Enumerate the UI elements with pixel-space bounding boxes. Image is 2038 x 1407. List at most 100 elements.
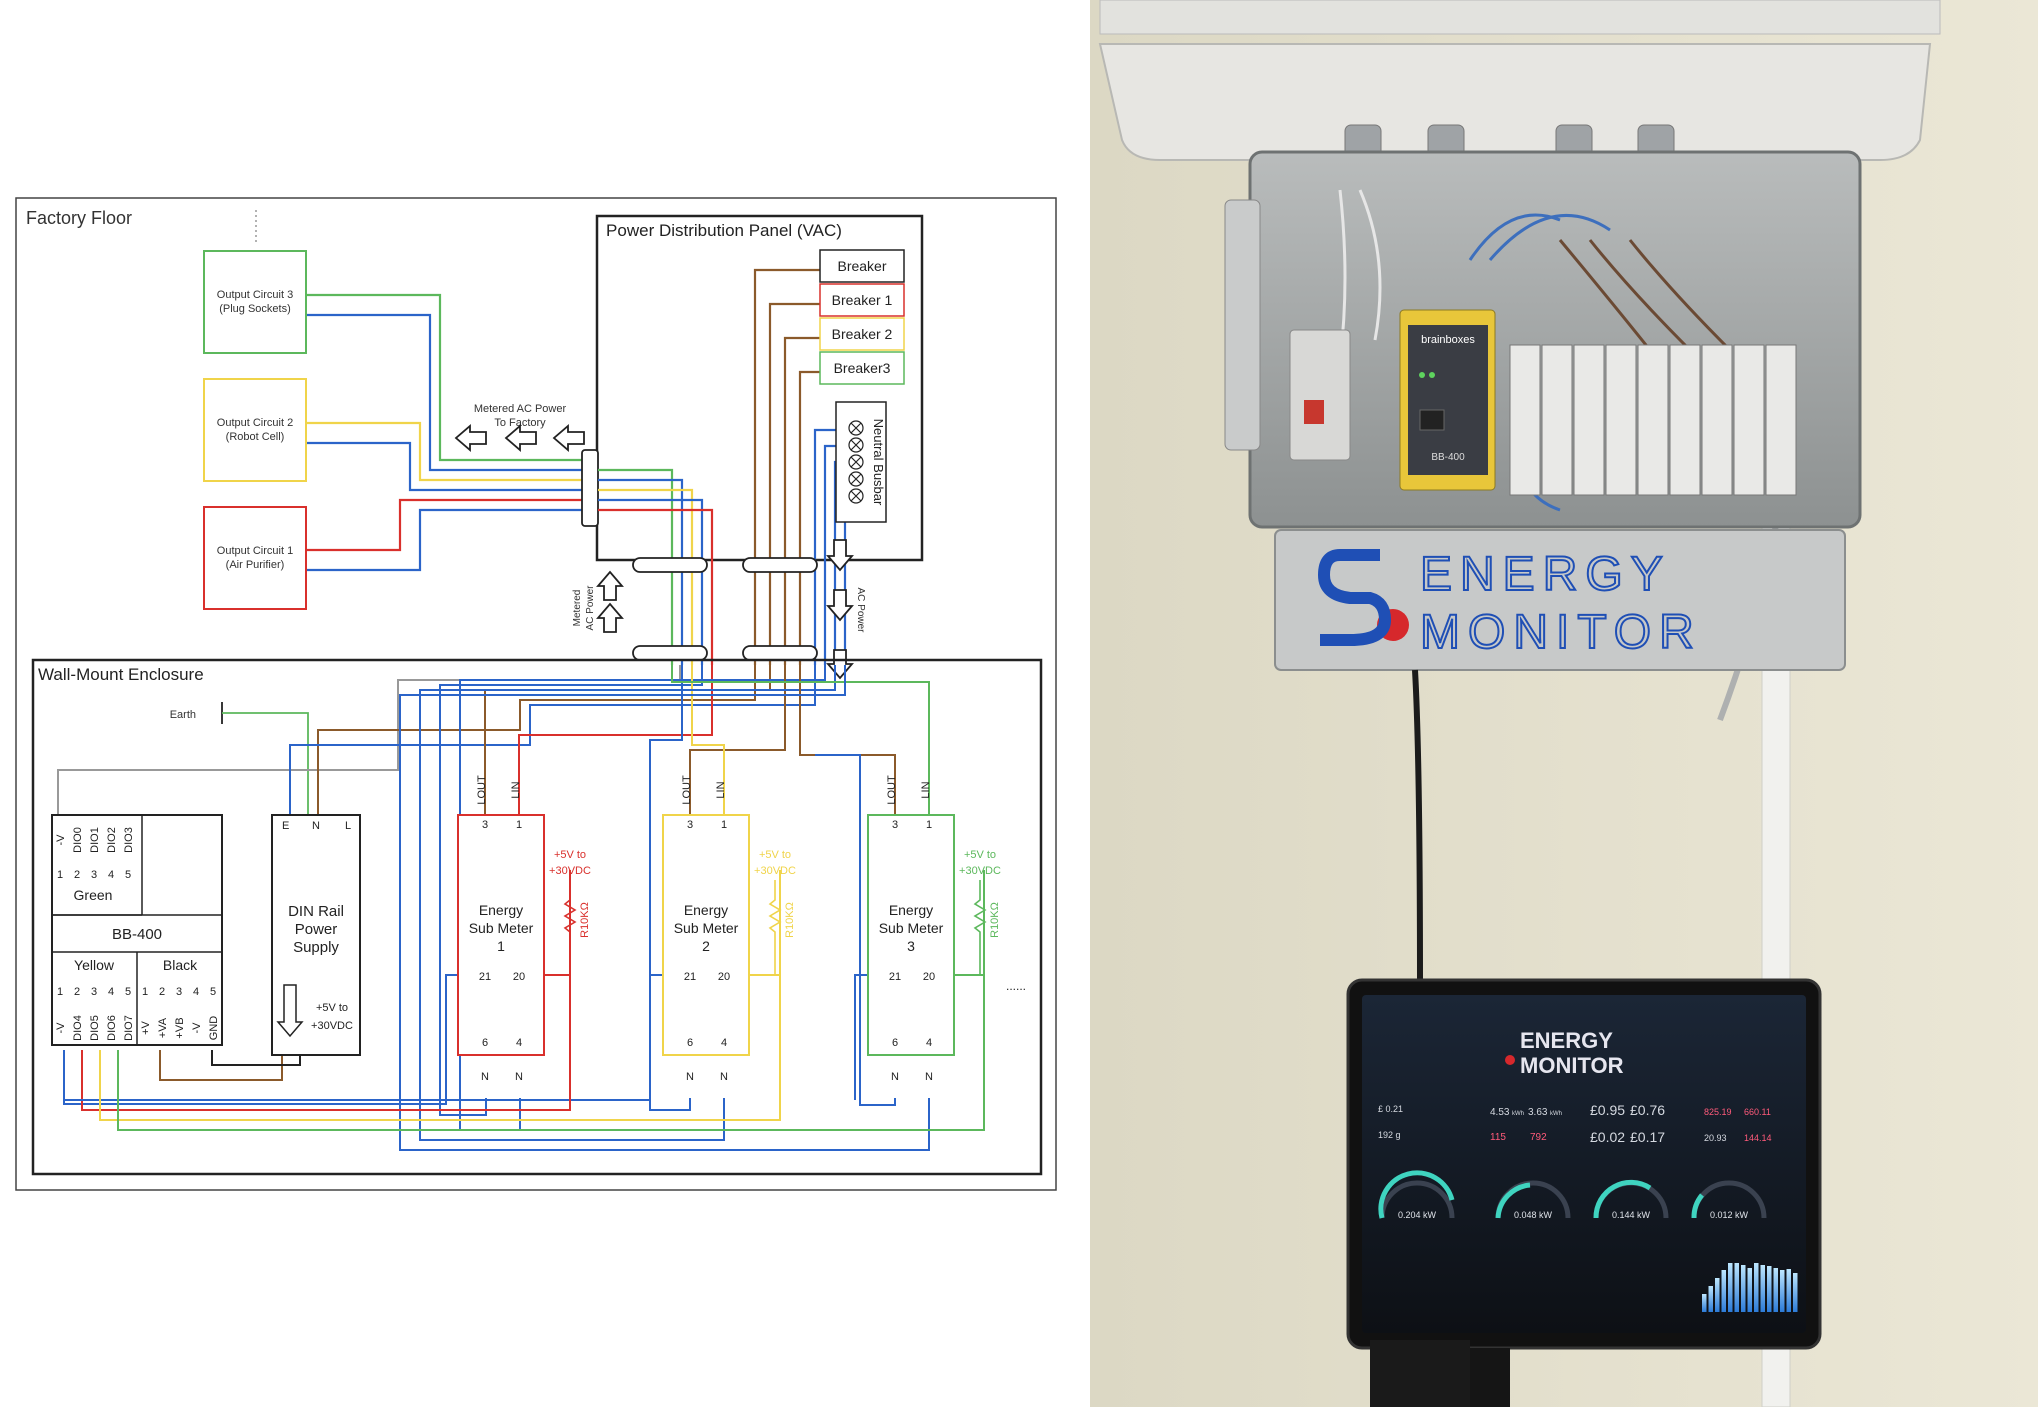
meter-text: Energy [684,902,728,918]
output-circuit-2: Output Circuit 2 (Robot Cell) [203,378,307,482]
meter-body [867,814,955,1056]
screen-bar [1760,1265,1765,1312]
screen-left-sub: 192 g [1378,1130,1401,1140]
screen-bar [1773,1268,1778,1312]
meter-text: 6 [892,1037,898,1049]
meter-text: 6 [687,1037,693,1049]
gauge-3-value: 0.144 kW [1612,1210,1651,1220]
up-arrows-icon [596,570,624,633]
svg-text:brainboxes: brainboxes [1421,334,1475,346]
meter-text: 3 [907,938,915,954]
screen-left-value: £ 0.21 [1378,1104,1403,1114]
panel-cable-gland [581,449,599,527]
bb400-yellow-label: Yellow [74,957,115,973]
meter-text: +5V to [759,849,791,861]
plate-logo-line-2: MONITOR [1420,606,1702,659]
svg-text:1: 1 [142,986,148,998]
svg-text:3: 3 [91,869,97,881]
svg-text:+V: +V [140,1020,152,1034]
metered-flow-label-1: Metered [572,590,583,627]
svg-text:-V: -V [55,834,67,846]
screen-bar [1741,1265,1746,1312]
screen-logo: ENERGY MONITOR [1505,1028,1624,1078]
svg-text:DIO4: DIO4 [72,1015,84,1041]
svg-text:BB-400: BB-400 [1431,452,1465,463]
screen-bar [1786,1269,1791,1312]
svg-text:Breaker 1: Breaker 1 [832,292,893,308]
meter-text: 21 [889,971,901,983]
meter-text: LIN [510,781,522,798]
meter-text: 3 [892,819,898,831]
meter-text: LOUT [886,775,898,805]
svg-text:660.11: 660.11 [1744,1107,1771,1117]
meter-text: 1 [516,819,522,831]
neutral-busbar: Neutral Busbar [835,401,887,523]
svg-text:(Air Purifier): (Air Purifier) [226,559,285,571]
meter-text: 3 [687,819,693,831]
svg-text:L: L [345,820,351,832]
screen-bar [1702,1294,1707,1312]
svg-text:DIO0: DIO0 [72,827,84,853]
svg-text:144.14: 144.14 [1744,1133,1772,1143]
enclosure-title: Wall-Mount Enclosure [38,665,204,684]
svg-text:2: 2 [74,986,80,998]
meter-text: 1 [497,938,505,954]
svg-text:5: 5 [125,986,131,998]
meter-text: Energy [889,902,933,918]
meter-text: N [720,1071,728,1083]
screen-bar [1793,1273,1798,1312]
earth-label: Earth [170,709,196,721]
svg-text:5: 5 [210,986,216,998]
meter-text: LOUT [476,775,488,805]
svg-text:792: 792 [1530,1132,1547,1143]
svg-text:DIO1: DIO1 [89,827,101,853]
meter-body [662,814,750,1056]
output-circuit-3: Output Circuit 3 (Plug Sockets) [203,250,307,354]
svg-text:£0.17: £0.17 [1630,1129,1665,1145]
resistor-icon [768,880,782,975]
svg-text:Power: Power [295,921,338,938]
svg-text:GND: GND [208,1016,220,1041]
gauge-4-value: 0.012 kW [1710,1210,1749,1220]
meter-text: LIN [920,781,932,798]
svg-text:(Robot Cell): (Robot Cell) [226,431,285,443]
screen-kwh-yesterday: 3.63 [1528,1107,1548,1118]
conduit-glands [632,557,818,661]
screen-bar [1780,1270,1785,1312]
bb400-module: -V DIO0 DIO1 DIO2 DIO3 1 2 3 4 5 Green B… [51,814,223,1046]
svg-text:1: 1 [57,869,63,881]
meter-text: 4 [516,1037,522,1049]
resistor-icon [973,880,987,975]
metered-ac-label-2: To Factory [494,417,546,429]
meter-text: 20 [718,971,730,983]
meter-text: 1 [721,819,727,831]
output-wires [306,293,582,572]
meter-text: 2 [702,938,710,954]
meter-text: 1 [926,819,932,831]
left-arrows-icon [454,424,585,452]
bb400-green-label: Green [74,887,113,903]
svg-text:£0.02: £0.02 [1590,1129,1625,1145]
breaker-wires [598,268,847,560]
svg-text:Output Circuit 2: Output Circuit 2 [217,417,293,429]
meter-text: LIN [715,781,727,798]
meter-text: 4 [926,1037,932,1049]
svg-text:E: E [282,820,289,832]
svg-text:Output Circuit 1: Output Circuit 1 [217,545,293,557]
meter-text: R10KΩ [989,902,1001,938]
bb400-black-label: Black [163,957,198,973]
ac-power-flow-label: AC Power [855,587,866,633]
meter-text: R10KΩ [579,902,591,938]
meter-text: R10KΩ [784,902,796,938]
svg-text:3: 3 [91,986,97,998]
screen-kwh-today: 4.53 [1490,1107,1510,1118]
svg-text:+VB: +VB [174,1017,186,1038]
meter-text: N [481,1071,489,1083]
resistor-icon [563,880,577,975]
meter-text: N [515,1071,523,1083]
metered-ac-label-1: Metered AC Power [474,403,567,415]
screen-bar [1715,1278,1720,1312]
gauge-1-value: 0.204 kW [1398,1210,1437,1220]
